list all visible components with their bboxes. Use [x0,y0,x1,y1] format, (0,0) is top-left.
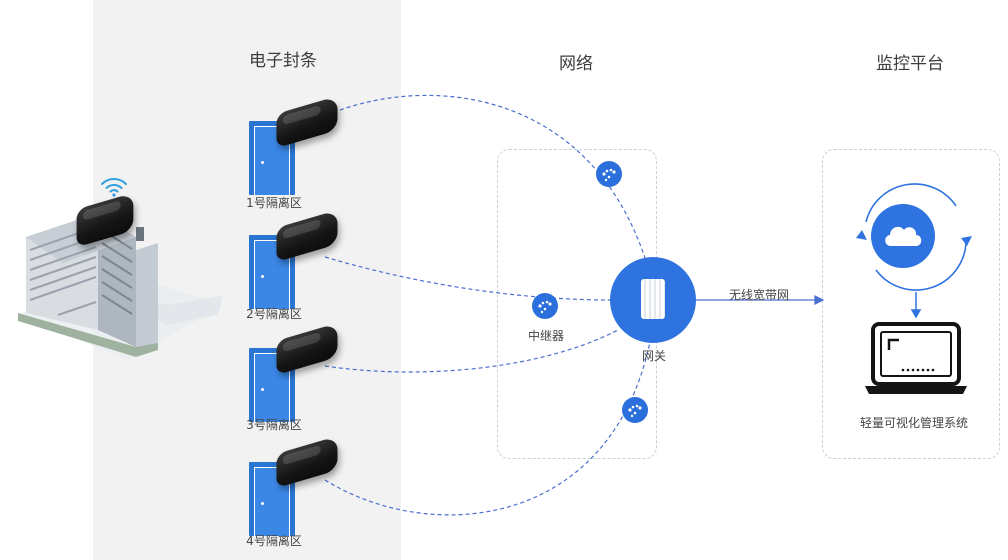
door-icon [249,348,295,422]
link-seal4-gateway [324,341,651,516]
repeater-icon [532,293,558,319]
zone-label: 1号隔离区 [246,196,302,210]
gateway-icon [610,257,696,343]
zone-label: 3号隔离区 [246,418,302,432]
sync-arrow-right [961,236,972,246]
platform-box [822,149,1000,459]
zone-label: 4号隔离区 [246,534,302,548]
link-seal1-gateway [339,94,646,259]
link-seal2-gateway [324,256,613,301]
door-icon [249,235,295,309]
platform-column-title: 监控平台 [876,54,944,74]
seal-column-title: 电子封条 [249,51,317,71]
cloud-icon [871,204,935,268]
wifi-icon [101,178,127,197]
sync-ring [865,183,967,291]
laptop-icon [865,322,967,394]
repeater-icon [622,397,648,423]
cloud-to-system-arrow [910,292,922,319]
broadband-label: 无线宽带网 [728,288,790,302]
gateway-label: 网关 [641,349,667,363]
zone-label: 2号隔离区 [246,307,302,321]
repeater-label: 中继器 [527,329,565,343]
network-column-title: 网络 [559,54,593,74]
system-label: 轻量可视化管理系统 [859,416,969,430]
broadband-arrow [696,295,825,305]
link-seal3-gateway [324,329,619,373]
repeater-icon [596,161,622,187]
sync-arrow-left [856,230,867,240]
